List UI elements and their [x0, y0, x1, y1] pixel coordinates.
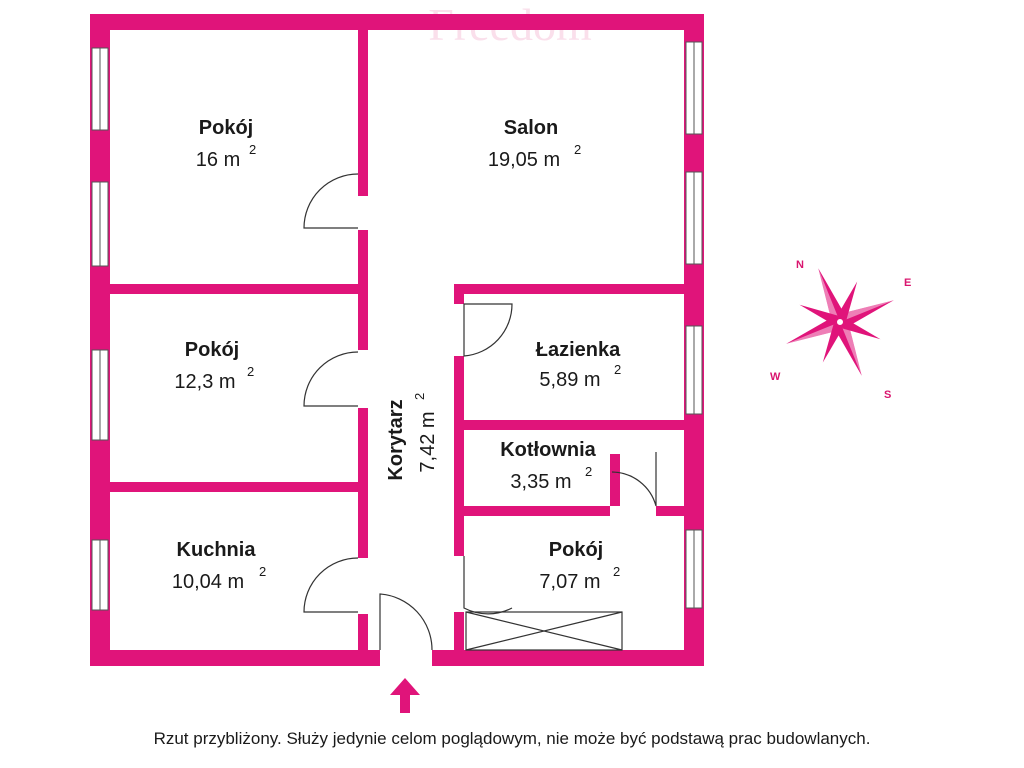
room-name: Pokój [185, 339, 239, 361]
door-lazienka [463, 303, 513, 357]
room-pokoj-2: Pokój 12,3 m 2 [174, 339, 254, 393]
room-area: 19,05 m [488, 149, 560, 171]
door-pokoj-3 [463, 556, 513, 615]
room-name: Pokój [199, 117, 253, 139]
room-area-sup: 2 [574, 142, 581, 157]
room-lazienka: Łazienka 5,89 m 2 [536, 339, 621, 391]
room-pokoj-3: Pokój 7,07 m 2 [539, 539, 620, 593]
room-area-sup: 2 [259, 564, 266, 579]
room-name: Pokój [549, 539, 603, 561]
room-area: 3,35 m [510, 471, 571, 493]
room-kuchnia: Kuchnia 10,04 m 2 [172, 539, 266, 593]
room-name: Kuchnia [177, 539, 257, 561]
room-name: Kotłownia [500, 439, 596, 461]
room-area-sup: 2 [249, 142, 256, 157]
door-pokoj-2 [303, 351, 359, 407]
room-pokoj-1: Pokój 16 m 2 [196, 117, 256, 171]
door-kotlownia [611, 452, 657, 507]
doors [303, 173, 657, 651]
disclaimer-text: Rzut przybliżony. Służy jedynie celom po… [153, 729, 871, 748]
compass-rose-icon: N E S W [770, 259, 911, 401]
compass-e: E [904, 277, 911, 289]
compass-n: N [796, 259, 804, 271]
room-area: 5,89 m [539, 369, 600, 391]
room-salon: Salon 19,05 m 2 [488, 117, 581, 171]
door-entrance [379, 593, 433, 651]
room-kotlownia: Kotłownia 3,35 m 2 [500, 439, 596, 493]
compass-s: S [884, 389, 891, 401]
room-area: 16 m [196, 149, 240, 171]
arrow-up-icon [390, 678, 420, 713]
room-area: 7,07 m [539, 571, 600, 593]
windows [91, 41, 703, 666]
room-name: Korytarz [385, 399, 407, 480]
compass-w: W [770, 371, 781, 383]
door-pokoj-1 [303, 173, 359, 229]
room-name: Salon [504, 117, 558, 139]
room-area-sup: 2 [614, 362, 621, 377]
room-area-sup: 2 [412, 393, 427, 400]
room-area: 12,3 m [174, 371, 235, 393]
room-area-sup: 2 [247, 364, 254, 379]
room-area: 10,04 m [172, 571, 244, 593]
room-area-sup: 2 [585, 464, 592, 479]
room-name: Łazienka [536, 339, 621, 361]
room-korytarz: Korytarz 7,42 m 2 [385, 393, 439, 481]
room-area: 7,42 m [417, 411, 439, 472]
door-kuchnia [303, 557, 359, 613]
room-area-sup: 2 [613, 564, 620, 579]
wardrobe [465, 611, 623, 651]
